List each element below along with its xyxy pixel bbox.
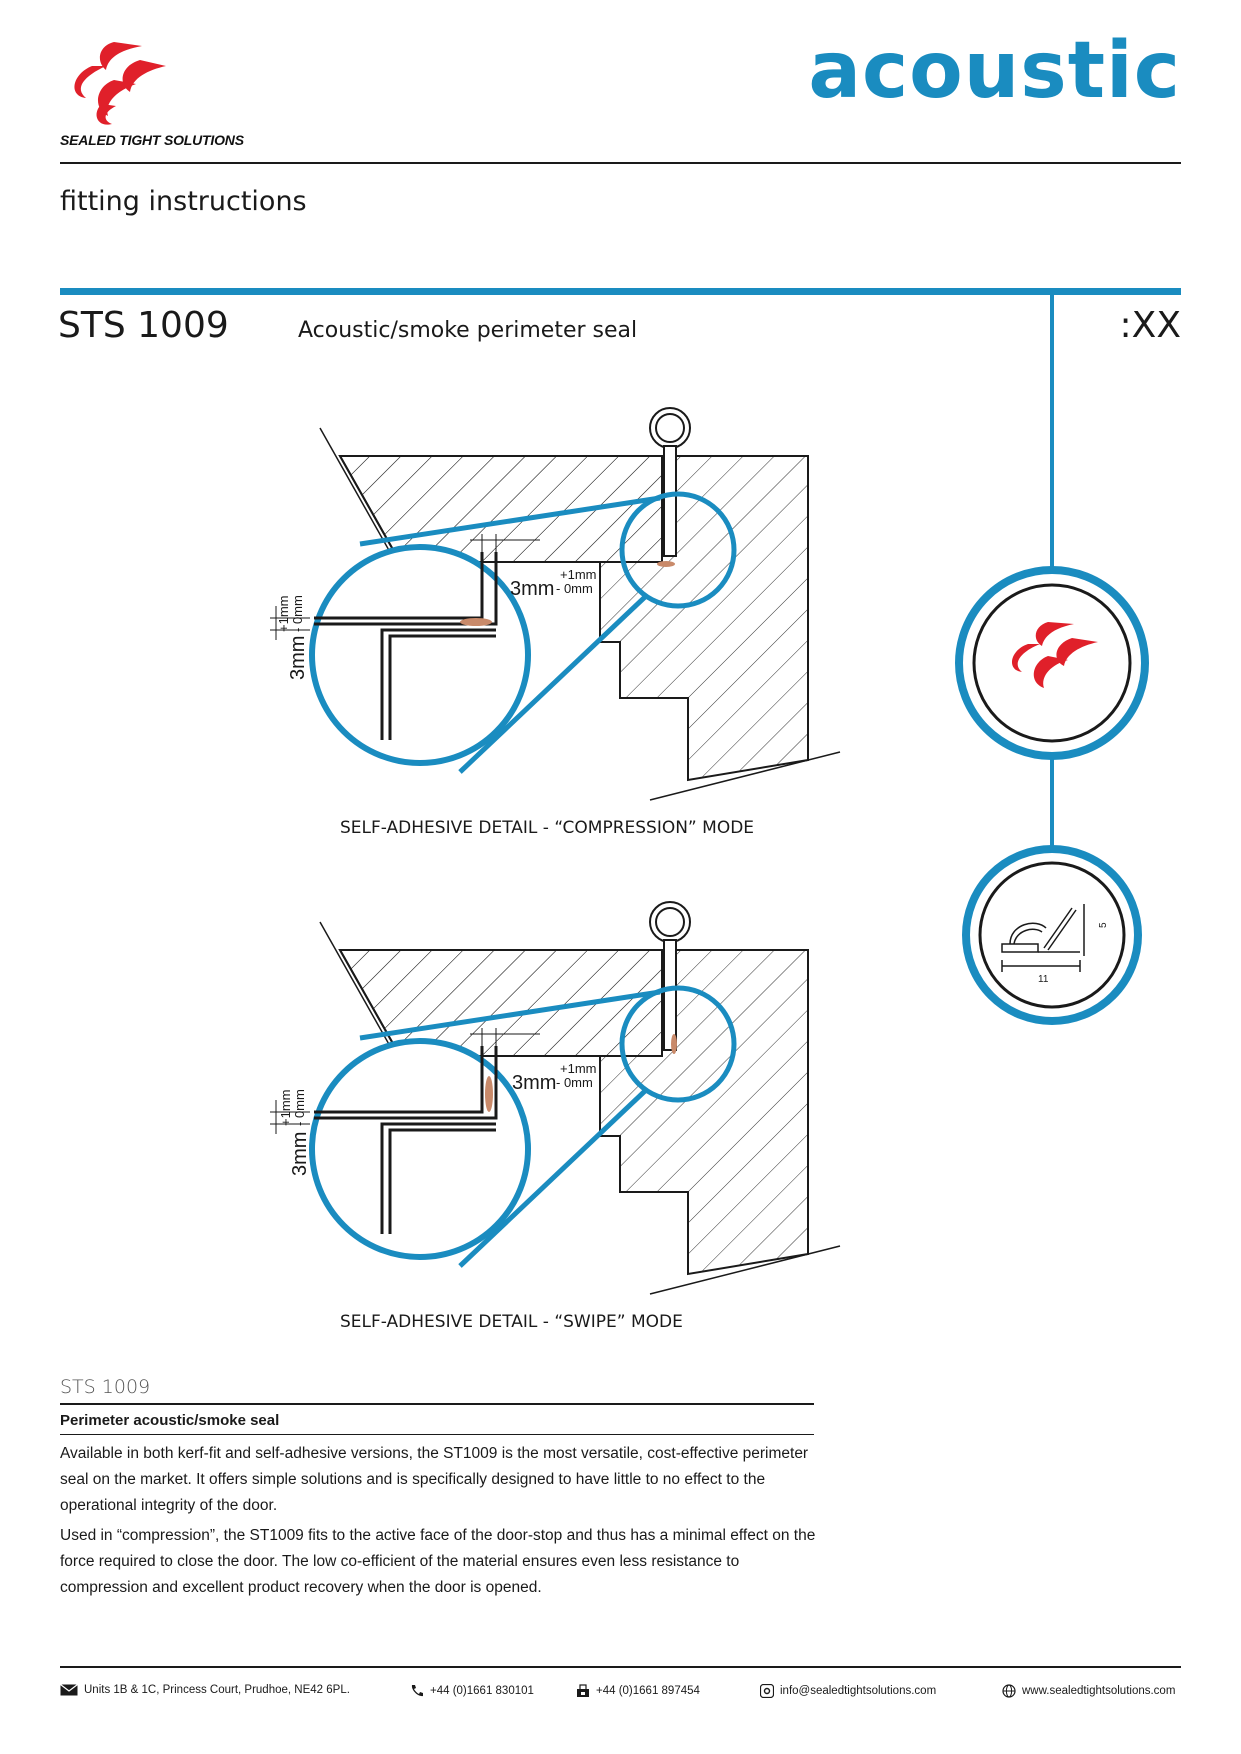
footer-email[interactable]: info@sealedtightsolutions.com [760, 1684, 936, 1698]
compression-diagram [270, 407, 841, 801]
compression-tol-minus-vertical: - 0mm [290, 595, 305, 632]
profile-height-label: 5 [1098, 922, 1109, 928]
globe-icon [1002, 1684, 1016, 1698]
side-panel [955, 288, 1149, 1025]
footer-website-text: www.sealedtightsolutions.com [1022, 1685, 1176, 1697]
footer-divider [60, 1666, 1181, 1668]
description-heading: Perimeter acoustic/smoke seal [60, 1412, 280, 1429]
product-ref: :XX [1119, 305, 1181, 346]
swipe-gap-value: 3mm [512, 1072, 557, 1094]
description-divider-bottom [60, 1434, 814, 1435]
compression-caption: SELF-ADHESIVE DETAIL - “COMPRESSION” MOD… [340, 818, 755, 838]
compression-tol-plus-vertical: +1mm [276, 595, 291, 632]
compression-gap-value-vertical: 3mm [287, 635, 309, 680]
compression-tol-minus: - 0mm [556, 581, 593, 596]
at-icon [760, 1684, 774, 1698]
footer-fax: +44 (0)1661 897454 [576, 1684, 700, 1698]
footer-address: Units 1B & 1C, Princess Court, Prudhoe, … [60, 1684, 350, 1696]
product-title: Acoustic/smoke perimeter seal [298, 318, 638, 343]
footer-address-text: Units 1B & 1C, Princess Court, Prudhoe, … [84, 1684, 350, 1696]
description-paragraph-1: Available in both kerf-fit and self-adhe… [60, 1445, 809, 1514]
header-divider [60, 162, 1181, 164]
phone-icon [411, 1685, 423, 1697]
section-title: fitting instructions [60, 186, 307, 217]
swipe-caption: SELF-ADHESIVE DETAIL - “SWIPE” MODE [340, 1312, 683, 1332]
compression-tol-plus: +1mm [560, 567, 597, 582]
swipe-tol-plus: +1mm [560, 1061, 597, 1076]
envelope-icon [60, 1684, 78, 1696]
footer-phone[interactable]: +44 (0)1661 830101 [410, 1684, 534, 1698]
swipe-gap-value-vertical: 3mm [289, 1131, 311, 1176]
profile-width-label: 11 [1038, 974, 1049, 985]
swipe-tol-plus-vertical: +1mm [278, 1089, 293, 1126]
description-code: STS 1009 [60, 1376, 151, 1398]
footer-fax-text: +44 (0)1661 897454 [596, 1685, 700, 1697]
fax-icon [577, 1684, 589, 1697]
logo-tagline: SEALED TIGHT SOLUTIONS [60, 132, 244, 148]
logo-mark [74, 42, 166, 125]
swipe-tol-minus-vertical: - 0mm [292, 1089, 307, 1126]
description-paragraph-2: Used in “compression”, the ST1009 fits t… [60, 1527, 816, 1596]
brand-title: acoustic [808, 26, 1181, 116]
title-bar [60, 288, 1181, 295]
swipe-diagram [270, 901, 841, 1295]
product-code: STS 1009 [58, 305, 229, 346]
footer-phone-text: +44 (0)1661 830101 [430, 1685, 534, 1697]
swipe-tol-minus: - 0mm [556, 1075, 593, 1090]
compression-gap-value: 3mm [510, 578, 555, 600]
footer-email-text: info@sealedtightsolutions.com [780, 1685, 937, 1697]
description-divider-top [60, 1403, 814, 1405]
footer-website[interactable]: www.sealedtightsolutions.com [1002, 1684, 1175, 1698]
